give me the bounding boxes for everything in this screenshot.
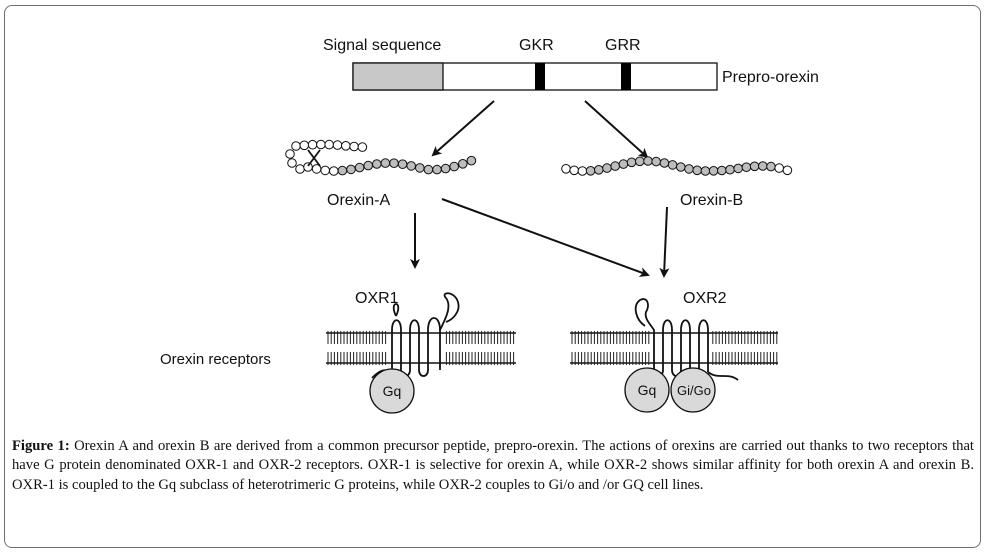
orexin-b-bead bbox=[782, 165, 793, 176]
orexin-a-bead bbox=[299, 140, 310, 151]
orexin-b-bead bbox=[643, 156, 653, 166]
orexin-a-bead bbox=[295, 164, 305, 174]
orexin-a-peptide bbox=[285, 139, 477, 176]
orexin-a-bead bbox=[449, 161, 460, 172]
signal-sequence-label: Signal sequence bbox=[323, 37, 441, 54]
arrow-to-orexin-b bbox=[584, 100, 649, 159]
figure-caption: Figure 1: Orexin A and orexin B are deri… bbox=[12, 437, 974, 495]
orexin-a-bead bbox=[307, 139, 318, 150]
orexin-b-bead bbox=[651, 156, 662, 167]
orexin-a-bead bbox=[337, 165, 348, 176]
orexin-a-bead bbox=[423, 164, 434, 175]
orexin-a-bead bbox=[406, 161, 417, 171]
orexin-receptors-label: Orexin receptors bbox=[160, 351, 271, 368]
caption-text: Orexin A and orexin B are derived from a… bbox=[12, 438, 974, 493]
orexin-b-bead bbox=[717, 165, 727, 176]
orexin-a-bead bbox=[329, 166, 339, 176]
gq-protein-oxr1 bbox=[369, 368, 415, 414]
orexin-a-bead bbox=[380, 158, 391, 168]
signal-sequence-segment bbox=[352, 62, 444, 91]
orexin-a-bead bbox=[458, 159, 468, 169]
orexin-a-bead bbox=[466, 155, 477, 166]
membrane-oxr2 bbox=[570, 331, 778, 365]
orexin-b-bead bbox=[577, 166, 588, 176]
orexin-a-bead bbox=[287, 158, 297, 168]
orexin-b-bead bbox=[635, 156, 645, 167]
orexin-b-bead bbox=[676, 162, 686, 172]
orexin-a-bead bbox=[357, 142, 368, 152]
orexin-a-bead bbox=[440, 163, 451, 174]
orexin-a-bead bbox=[346, 164, 356, 175]
figure-frame bbox=[4, 5, 981, 548]
gkr-label: GKR bbox=[519, 37, 554, 54]
orexin-a-bead bbox=[349, 141, 359, 152]
arrow-to-orexin-a bbox=[431, 100, 495, 157]
orexin-a-bead bbox=[397, 159, 408, 169]
orexin-a-bead bbox=[363, 160, 374, 171]
gkr-mark bbox=[535, 63, 545, 90]
membrane-oxr1 bbox=[326, 331, 516, 365]
arrow-orexin-a-to-oxr2 bbox=[441, 198, 650, 277]
orexin-a-bead bbox=[354, 162, 365, 173]
orexin-b-bead bbox=[725, 164, 735, 175]
orexin-b-bead bbox=[602, 163, 612, 173]
orexin-b-bead bbox=[594, 165, 604, 175]
orexin-b-bead bbox=[741, 162, 752, 172]
orexin-a-bead bbox=[372, 159, 382, 169]
orexin-b-label: Orexin-B bbox=[680, 192, 743, 209]
orexin-a-bead bbox=[332, 140, 343, 150]
orexin-b-bead bbox=[733, 163, 744, 174]
orexin-b-bead bbox=[700, 166, 711, 176]
orexin-b-bead bbox=[692, 165, 703, 176]
orexin-a-bead bbox=[320, 165, 331, 176]
orexin-b-bead bbox=[758, 161, 768, 171]
caption-label: Figure 1: bbox=[12, 438, 70, 454]
orexin-a-bead bbox=[303, 162, 313, 172]
gq-label-oxr2: Gq bbox=[638, 382, 657, 398]
orexin-a-bead bbox=[291, 141, 301, 151]
prepro-orexin-bar bbox=[352, 62, 718, 91]
orexin-a-bead bbox=[324, 139, 335, 150]
orexin-a-bead bbox=[316, 139, 326, 150]
gi-go-label: Gi/Go bbox=[677, 383, 711, 398]
orexin-b-bead bbox=[569, 165, 580, 176]
orexin-b-bead bbox=[766, 161, 776, 172]
orexin-b-peptide bbox=[561, 156, 793, 176]
orexin-b-bead bbox=[667, 160, 678, 170]
orexin-b-bead bbox=[585, 166, 596, 176]
prepro-orexin-label: Prepro-orexin bbox=[722, 69, 819, 86]
orexin-a-label: Orexin-A bbox=[327, 192, 390, 209]
disulfide-bridge-icon bbox=[307, 149, 321, 167]
gq-label-oxr1: Gq bbox=[383, 383, 402, 399]
orexin-b-bead bbox=[749, 161, 760, 172]
orexin-b-bead bbox=[618, 159, 629, 169]
orexin-a-bead bbox=[389, 158, 399, 168]
orexin-a-bead bbox=[415, 163, 425, 173]
orexin-b-bead bbox=[708, 166, 719, 176]
orexin-b-bead bbox=[774, 163, 785, 173]
oxr1-label: OXR1 bbox=[355, 290, 399, 307]
arrow-orexin-b-to-oxr2 bbox=[659, 206, 670, 278]
orexin-a-bead bbox=[432, 164, 442, 175]
oxr2-label: OXR2 bbox=[683, 290, 727, 307]
grr-mark bbox=[621, 63, 631, 90]
gq-protein-oxr2 bbox=[624, 367, 670, 413]
orexin-a-bead bbox=[341, 141, 351, 151]
orexin-b-bead bbox=[684, 164, 694, 174]
orexin-a-bead bbox=[285, 149, 295, 159]
orexin-b-bead bbox=[561, 164, 571, 174]
orexin-b-bead bbox=[610, 161, 621, 171]
grr-label: GRR bbox=[605, 37, 641, 54]
orexin-b-bead bbox=[626, 157, 637, 168]
gi-go-protein-oxr2 bbox=[670, 367, 716, 413]
orexin-b-bead bbox=[659, 158, 670, 168]
